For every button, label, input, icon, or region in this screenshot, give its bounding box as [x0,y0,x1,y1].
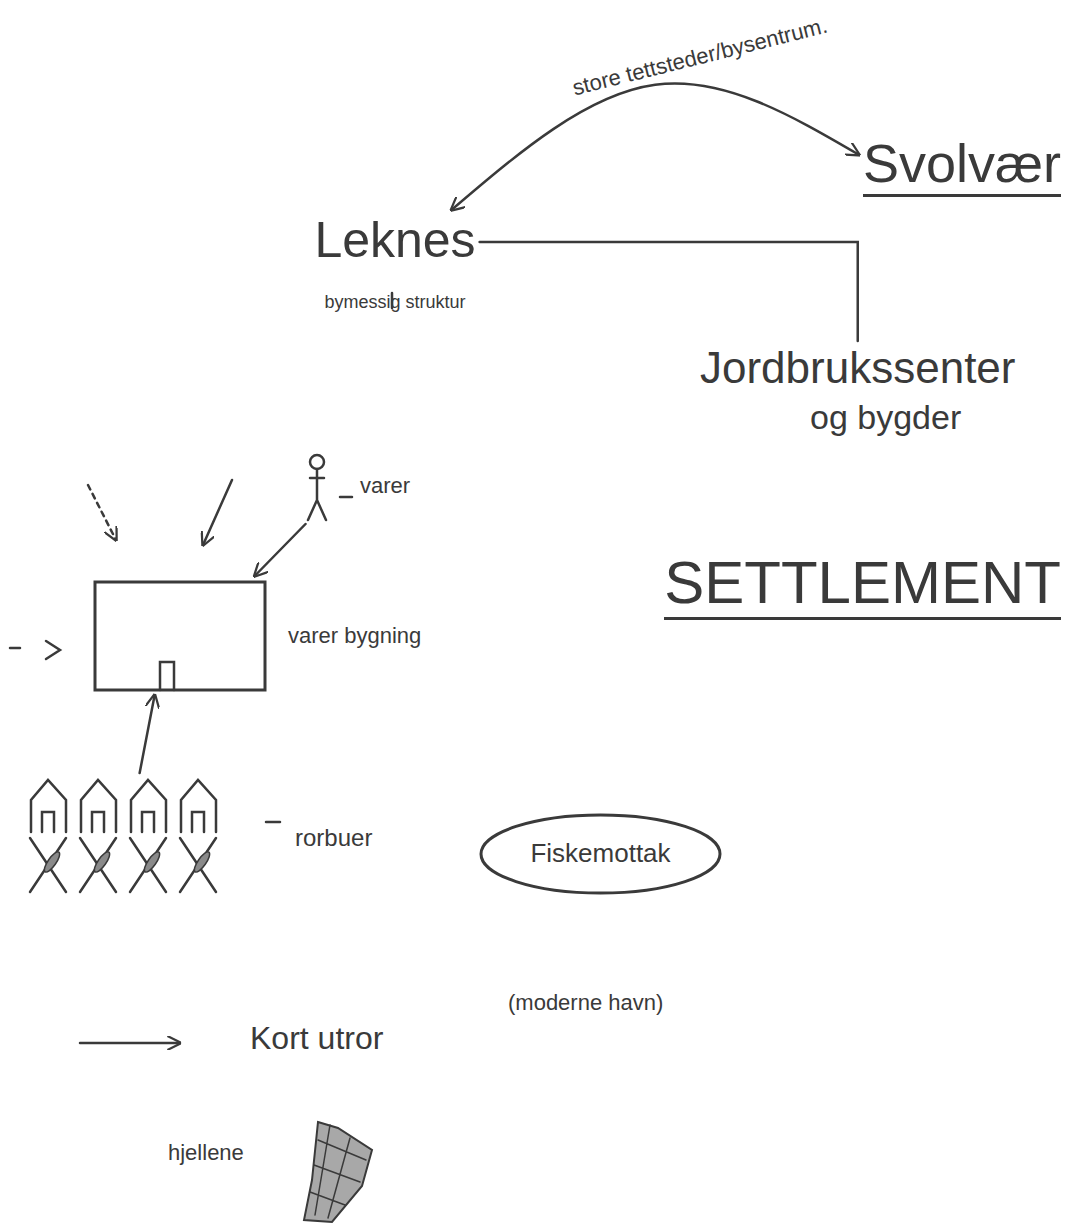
node-text: Svolvær [863,132,1061,197]
rorbu-outline [181,780,216,832]
fish-shape [192,850,212,874]
dash-mark [340,496,352,499]
note-text: hjellene [168,1140,244,1165]
dash-mark [266,821,280,824]
hjell-lattice [310,1125,366,1218]
node-text: Jordbrukssenter [700,343,1015,394]
building-node: varer bygning [88,578,421,693]
ellipse-node: Fiskemottak [478,812,723,896]
building-outline [95,582,265,690]
connector [255,524,306,576]
connector [451,83,859,210]
ellipse-shape [481,815,720,893]
rorbu-door [142,812,154,832]
fish-shape [42,850,62,874]
connector [140,695,155,773]
node-subtext: bymessig struktur [324,292,465,313]
node-text: rorbuer [295,824,372,852]
hjell-sketch [304,1122,372,1222]
node-text: Fiskemottak [530,839,670,869]
note-text: Kort utror [250,1020,383,1057]
rorbu-outline [81,780,116,832]
note-text: (moderne havn) [508,990,663,1015]
node-text: varer [360,473,410,498]
node-text: Leknes [314,212,475,270]
inflow-arrow [203,480,232,545]
inflow-arrow [88,485,116,540]
rorbu-stilts [30,838,66,892]
rorbu-door [92,812,104,832]
rorbu-node: rorbuer [25,775,372,900]
connector [480,242,858,341]
person-body [308,469,326,520]
direction-arrow [80,1042,180,1045]
rorbu-stilts [130,838,166,892]
rorbu-outline [31,780,66,832]
node-text: varer bygning [288,623,421,648]
rorbu-sketch [30,780,66,892]
building-door [160,662,174,690]
rorbu-door [192,812,204,832]
person-head [310,455,324,469]
connector-label: store tettsteder/bysentrum. [567,12,833,101]
place-node: Leknes bymessig struktur [314,212,475,312]
rorbu-stilts [180,838,216,892]
rorbu-sketch [130,780,166,892]
rorbu-outline [131,780,166,832]
section-title: SETTLEMENT [664,548,1061,620]
fish-shape [92,850,112,874]
rorbu-door [42,812,54,832]
place-node: Svolvær [863,132,1061,197]
person-node: varer [300,450,410,522]
inflow-arrowhead [46,641,60,659]
rorbu-stilts [80,838,116,892]
rorbu-sketch [180,780,216,892]
rorbu-sketch [80,780,116,892]
fish-shape [142,850,162,874]
node-subtext: og bygder [810,398,961,437]
place-node: Jordbrukssenter og bygder [700,343,1015,437]
dash-mark [10,647,20,650]
